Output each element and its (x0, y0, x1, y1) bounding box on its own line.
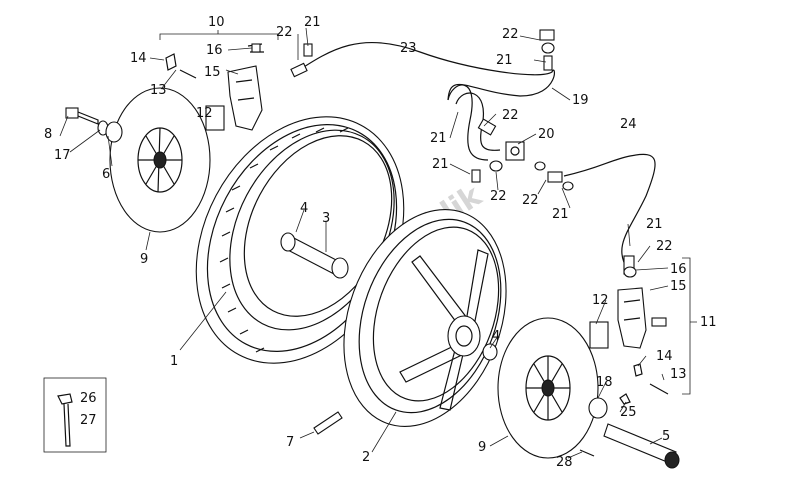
callout-28: 28 (556, 455, 573, 470)
callout-4a: 4 (300, 201, 308, 216)
callout-17: 17 (54, 148, 71, 163)
callout-14b: 14 (656, 349, 673, 364)
callout-2: 2 (362, 450, 370, 465)
brake-disc-left (109, 87, 211, 233)
inset-box (43, 377, 107, 453)
caliper-right (589, 287, 669, 395)
callout-5: 5 (662, 429, 670, 444)
callout-6: 6 (102, 167, 110, 182)
brake-hose-24 (563, 153, 656, 278)
callout-16b: 16 (670, 262, 687, 277)
brake-disc-right (497, 317, 599, 459)
callout-13b: 13 (670, 367, 687, 382)
callout-11: 11 (700, 315, 717, 330)
axle-5-and-spacers (579, 393, 680, 469)
callout-12b: 12 (592, 293, 609, 308)
callout-21f: 21 (646, 217, 663, 232)
callout-4b: 4 (492, 329, 500, 344)
callout-21e: 21 (552, 207, 569, 222)
callout-25: 25 (620, 405, 637, 420)
callout-22d: 22 (490, 189, 507, 204)
callout-1: 1 (170, 354, 178, 369)
callout-19: 19 (572, 93, 589, 108)
callout-3: 3 (322, 211, 330, 226)
callout-15b: 15 (670, 279, 687, 294)
callout-7: 7 (286, 435, 294, 450)
callout-21c: 21 (430, 131, 447, 146)
callout-14a: 14 (130, 51, 147, 66)
callout-26: 26 (80, 391, 97, 406)
callout-22b: 22 (502, 27, 519, 42)
leader-lines (59, 27, 697, 459)
callout-22e: 22 (522, 193, 539, 208)
bolt-7 (313, 411, 343, 435)
callout-9b: 9 (478, 440, 486, 455)
callout-9a: 9 (140, 252, 148, 267)
callout-22a: 22 (276, 25, 293, 40)
callout-24: 24 (620, 117, 637, 132)
callout-23: 23 (400, 41, 417, 56)
callout-27: 27 (80, 413, 97, 428)
callout-13a: 13 (150, 83, 167, 98)
bolt-and-spacer (65, 107, 123, 143)
callout-8: 8 (44, 127, 52, 142)
brake-hose-23 (290, 41, 556, 101)
callout-15a: 15 (204, 65, 221, 80)
callout-21a: 21 (304, 15, 321, 30)
brake-hose-20 (447, 84, 574, 191)
rim (343, 209, 507, 427)
callout-22f: 22 (656, 239, 673, 254)
axle (280, 232, 349, 279)
callout-12a: 12 (196, 106, 213, 121)
callout-10: 10 (208, 15, 225, 30)
callout-18: 18 (596, 375, 613, 390)
caliper-left (165, 43, 264, 131)
group-bracket-11 (682, 257, 691, 395)
group-bracket-10 (159, 33, 279, 40)
callout-16a: 16 (206, 43, 223, 58)
hose-fittings-top (539, 29, 555, 71)
callout-20: 20 (538, 127, 555, 142)
callout-22c: 22 (502, 108, 519, 123)
callout-21d: 21 (432, 157, 449, 172)
callout-21b: 21 (496, 53, 513, 68)
